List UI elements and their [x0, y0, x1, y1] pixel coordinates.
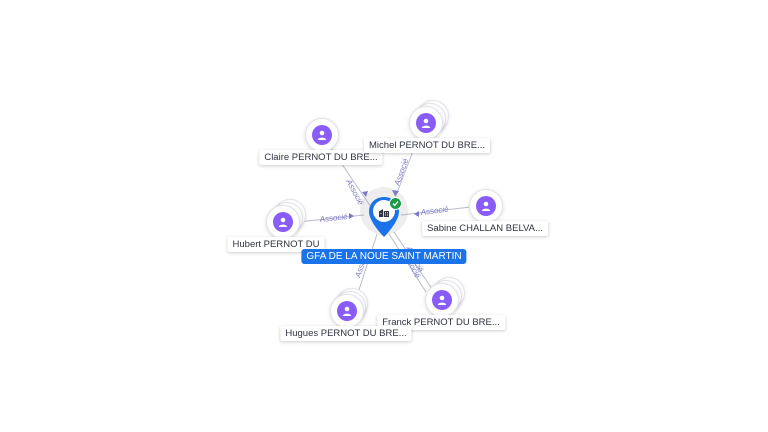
avatar — [409, 106, 443, 140]
avatar — [330, 294, 364, 328]
check-icon — [389, 197, 402, 210]
node-label: Michel PERNOT DU BRE... — [364, 138, 490, 153]
edge-arrow-michel — [392, 190, 399, 196]
avatar — [305, 118, 339, 152]
edge-arrow-sabine — [414, 211, 419, 217]
edge-arrow-hubert — [349, 213, 354, 219]
person-icon — [273, 212, 293, 232]
node-label: Hubert PERNOT DU — [227, 237, 325, 252]
building-icon — [379, 209, 389, 217]
avatar — [425, 283, 459, 317]
person-icon — [337, 301, 357, 321]
person-icon — [416, 113, 436, 133]
edge-arrow-claire — [362, 191, 368, 197]
person-icon — [476, 196, 496, 216]
edge-sabine — [400, 206, 472, 216]
person-icon — [432, 290, 452, 310]
node-label: Hugues PERNOT DU BRE... — [280, 326, 412, 341]
company-label: GFA DE LA NOUE SAINT MARTIN — [301, 249, 467, 264]
avatar — [469, 189, 503, 223]
avatar — [266, 205, 300, 239]
edge-label-hubert: Associé — [318, 212, 348, 224]
edge-label-michel: Associé — [392, 157, 411, 188]
edge-hugues — [356, 233, 378, 297]
person-icon — [312, 125, 332, 145]
edge-label-sabine: Associé — [419, 205, 449, 218]
node-label: Claire PERNOT DU BRE... — [259, 150, 383, 165]
node-label: Sabine CHALLAN BELVA... — [422, 221, 548, 236]
